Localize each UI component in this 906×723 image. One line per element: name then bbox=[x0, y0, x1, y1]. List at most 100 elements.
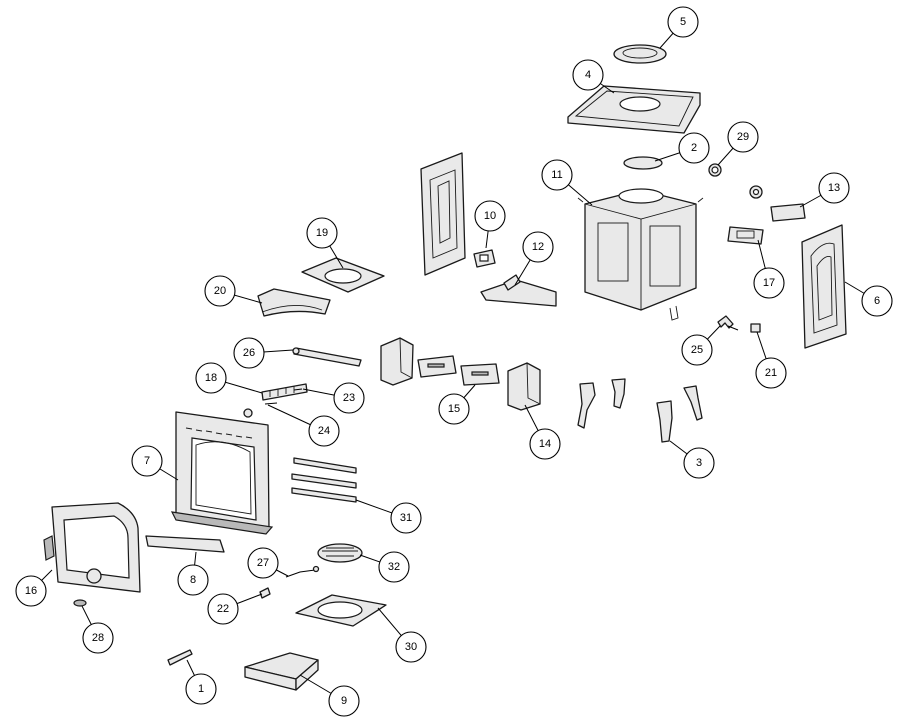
callout-7: 7 bbox=[131, 445, 163, 477]
callout-27: 27 bbox=[247, 547, 279, 579]
part-firebrick-left bbox=[380, 337, 414, 386]
part-screw-23 bbox=[293, 388, 303, 391]
callout-19: 19 bbox=[306, 217, 338, 249]
svg-text:21: 21 bbox=[765, 367, 777, 379]
callout-18: 18 bbox=[195, 362, 227, 394]
part-leg-back-left bbox=[611, 378, 626, 409]
callout-29: 29 bbox=[727, 121, 759, 153]
part-grate-bars bbox=[291, 457, 357, 503]
callout-5: 5 bbox=[667, 6, 699, 38]
svg-text:2: 2 bbox=[691, 142, 697, 154]
parts-layer bbox=[43, 44, 847, 691]
part-knob bbox=[749, 185, 763, 199]
part-rod-26 bbox=[292, 347, 362, 367]
part-plate-13 bbox=[770, 203, 806, 222]
callout-12: 12 bbox=[522, 231, 554, 263]
svg-text:28: 28 bbox=[92, 632, 104, 644]
callout-25: 25 bbox=[681, 334, 713, 366]
part-flue-collar bbox=[613, 44, 667, 64]
svg-text:19: 19 bbox=[316, 227, 328, 239]
svg-text:22: 22 bbox=[217, 603, 229, 615]
part-leg-front-right bbox=[656, 400, 673, 443]
svg-text:4: 4 bbox=[585, 69, 591, 81]
svg-text:11: 11 bbox=[551, 169, 562, 181]
callout-8: 8 bbox=[177, 564, 209, 596]
svg-text:32: 32 bbox=[388, 561, 400, 573]
svg-text:29: 29 bbox=[737, 131, 749, 143]
svg-text:5: 5 bbox=[680, 16, 686, 28]
callout-17: 17 bbox=[753, 267, 785, 299]
callout-21: 21 bbox=[755, 357, 787, 389]
part-tool-1 bbox=[167, 649, 193, 666]
part-side-panel bbox=[801, 224, 847, 349]
part-firebrick-14 bbox=[507, 362, 541, 411]
svg-text:12: 12 bbox=[532, 241, 544, 253]
part-28 bbox=[73, 599, 87, 607]
part-ashpan bbox=[244, 652, 319, 691]
callout-15: 15 bbox=[438, 393, 470, 425]
svg-text:8: 8 bbox=[190, 574, 196, 586]
part-ash-lip bbox=[145, 535, 225, 553]
part-throat-plate bbox=[301, 257, 385, 293]
part-air-slide bbox=[261, 383, 308, 401]
callout-22: 22 bbox=[207, 593, 239, 625]
part-clip-25 bbox=[717, 315, 739, 331]
callout-14: 14 bbox=[529, 428, 561, 460]
part-riddler-27 bbox=[285, 565, 320, 578]
callout-28: 28 bbox=[82, 622, 114, 654]
callout-26: 26 bbox=[233, 337, 265, 369]
svg-text:13: 13 bbox=[828, 182, 840, 194]
callout-31: 31 bbox=[390, 502, 422, 534]
svg-text:6: 6 bbox=[874, 295, 880, 307]
svg-text:26: 26 bbox=[243, 347, 255, 359]
svg-text:9: 9 bbox=[341, 695, 347, 707]
callout-32: 32 bbox=[378, 551, 410, 583]
part-back-panel bbox=[420, 152, 466, 276]
part-pin-21 bbox=[750, 323, 761, 333]
callouts: 1 2 3 4 5 6 7 8 9 10 11 12 13 14 15 16 1… bbox=[15, 6, 893, 717]
part-door bbox=[43, 502, 141, 593]
part-front-frame bbox=[170, 411, 274, 535]
svg-text:3: 3 bbox=[696, 457, 702, 469]
callout-11: 11 bbox=[541, 159, 573, 191]
svg-text:15: 15 bbox=[448, 403, 460, 415]
callout-16: 16 bbox=[15, 575, 47, 607]
callout-2: 2 bbox=[678, 132, 710, 164]
svg-text:10: 10 bbox=[484, 210, 496, 222]
part-22 bbox=[259, 587, 271, 599]
svg-text:16: 16 bbox=[25, 585, 37, 597]
svg-text:14: 14 bbox=[539, 438, 551, 450]
part-grate-32 bbox=[317, 543, 363, 563]
part-firebrick-15 bbox=[460, 363, 500, 386]
svg-text:7: 7 bbox=[144, 455, 150, 467]
callout-20: 20 bbox=[204, 275, 236, 307]
callout-3: 3 bbox=[683, 447, 715, 479]
callout-23: 23 bbox=[333, 382, 365, 414]
part-leg-back-right bbox=[683, 385, 703, 421]
svg-text:17: 17 bbox=[763, 277, 775, 289]
part-ashpan-frame bbox=[295, 594, 387, 627]
part-vent-plate bbox=[727, 226, 764, 245]
part-block-10 bbox=[473, 249, 496, 268]
svg-text:27: 27 bbox=[257, 557, 269, 569]
callout-13: 13 bbox=[818, 172, 850, 204]
callout-10: 10 bbox=[474, 200, 506, 232]
svg-text:25: 25 bbox=[691, 344, 703, 356]
part-baffle-12 bbox=[480, 274, 557, 307]
svg-text:30: 30 bbox=[405, 641, 417, 653]
svg-text:1: 1 bbox=[198, 683, 204, 695]
callout-4: 4 bbox=[572, 59, 604, 91]
callout-6: 6 bbox=[861, 285, 893, 317]
part-firebrick-mid-1 bbox=[417, 355, 457, 378]
part-knob-24 bbox=[243, 402, 278, 418]
callout-1: 1 bbox=[185, 673, 217, 705]
svg-text:24: 24 bbox=[318, 425, 330, 437]
part-top-plate bbox=[567, 85, 701, 134]
svg-text:20: 20 bbox=[214, 285, 226, 297]
svg-text:18: 18 bbox=[205, 372, 217, 384]
part-washer-29 bbox=[708, 163, 722, 177]
svg-text:31: 31 bbox=[400, 512, 412, 524]
callout-24: 24 bbox=[308, 415, 340, 447]
part-leg-front-left bbox=[577, 382, 596, 429]
